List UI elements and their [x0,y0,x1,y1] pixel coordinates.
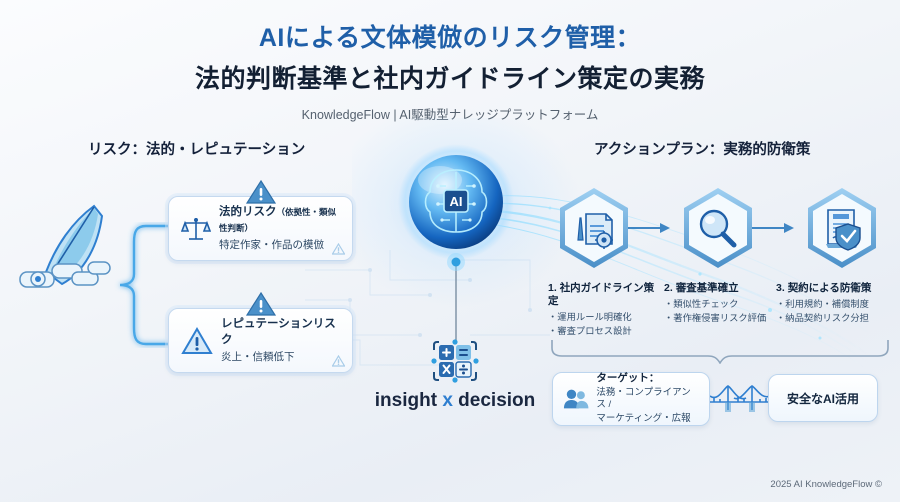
document-gear-icon [577,213,613,249]
sphere-ai-label: AI [450,194,463,209]
left-section-heading: リスク：法的・レピュテーション [88,142,306,158]
warning-triangle-icon [181,326,213,354]
action-steps: 1. 社内ガイドライン策定 ・運用ルール明確化 ・審査プロセス設計 2. 審査基… [548,282,892,340]
risk-card-title-sub: （依拠性・類似性判断） [219,207,337,233]
target-line-2: マーケティング・広報 [596,413,691,425]
flow-arrow-2-to-3 [752,223,794,233]
tagline-x: x [442,390,453,411]
safe-ai-label: 安全なAI活用 [786,391,859,406]
step-bullets: ・利用規約・補償制度 ・納品契約リスク分担 [776,298,892,326]
page-title-line1: AIによる文体模倣のリスク管理： [258,24,642,52]
step-bullet: ・納品契約リスク分担 [776,313,869,324]
step-bullets: ・類似性チェック ・著作権侵害リスク評価 [664,298,772,326]
users-group-icon [563,389,589,409]
risk-card-subtitle: 特定作家・作品の模倣 [219,239,324,252]
footer-copyright: 2025 AI KnowledgeFlow © [770,479,882,490]
risk-card-title: レピュテーションリスク [221,318,336,346]
warning-triangle-icon [245,291,276,316]
action-step-1: 1. 社内ガイドライン策定 ・運用ルール明確化 ・審査プロセス設計 [548,282,660,339]
target-line-1: 法務・コンプライアンス / [596,386,691,411]
calculator-operators-icon [431,339,479,383]
step-bullet: ・利用規約・補償制度 [776,299,869,310]
step-title: 2. 審査基準確立 [664,282,739,294]
center-tagline: insight x decision [330,390,580,412]
risk-card-legal[interactable]: 法的リスク（依拠性・類似性判断） 特定作家・作品の模倣 [168,179,353,262]
target-title: ターゲット： [596,371,660,384]
connector-glow-dot [447,253,465,271]
contract-shield-icon [826,209,861,251]
warning-triangle-icon [332,355,345,367]
step-bullet: ・運用ルール明確化 [548,312,632,323]
left-brace-connector [119,224,170,346]
page-title-line2: 法的判断基準と社内ガイドライン策定の実務 [194,65,705,93]
ai-brain-sphere: AI [398,144,514,260]
step-bullets: ・運用ルール明確化 ・審査プロセス設計 [548,311,660,339]
center-vertical-connector [455,258,457,340]
magnifier-icon [699,209,737,248]
robotic-hand-quill-icon [19,204,111,288]
balance-scale-icon [181,217,211,240]
ai-brain-circuit-icon [424,169,488,233]
step-title: 1. 社内ガイドライン策定 [548,282,655,308]
risk-card-subtitle: 炎上・信頼低下 [221,351,295,364]
tagline-before: insight [374,390,443,411]
risk-card-title: 法的リスク（依拠性・類似性判断） [219,206,337,233]
step-bullet: ・類似性チェック [664,299,739,310]
suspension-bridge-icon [710,385,770,412]
risk-card-text: 法的リスク（依拠性・類似性判断） 特定作家・作品の模倣 [219,205,340,252]
right-section-heading: アクションプラン：実務的防衛策 [594,142,811,158]
action-step-3: 3. 契約による防衛策 ・利用規約・補償制度 ・納品契約リスク分担 [776,282,892,326]
target-box[interactable]: ターゲット： 法務・コンプライアンス / マーケティング・広報 [552,372,710,426]
step-title: 3. 契約による防衛策 [776,282,872,294]
target-text: ターゲット： 法務・コンプライアンス / マーケティング・広報 [596,372,699,426]
tagline-after: decision [452,390,536,411]
step-bullet: ・著作権侵害リスク評価 [664,313,767,324]
bottom-brace-connector [551,340,889,364]
warning-triangle-icon [245,179,276,204]
action-flow-hexagons [560,188,876,268]
risk-card-reputation[interactable]: レピュテーションリスク 炎上・信頼低下 [168,291,353,374]
warning-triangle-icon [332,243,345,255]
risk-card-text: レピュテーションリスク 炎上・信頼低下 [221,317,340,364]
header: AIによる文体模倣のリスク管理： 法的判断基準と社内ガイドライン策定の実務 Kn… [0,18,900,123]
hex-step-3 [808,188,876,268]
action-step-2: 2. 審査基準確立 ・類似性チェック ・著作権侵害リスク評価 [664,282,772,326]
step-bullet: ・審査プロセス設計 [548,326,632,337]
hex-step-1 [560,188,628,268]
flow-arrow-1-to-2 [628,223,670,233]
safe-ai-box[interactable]: 安全なAI活用 [768,374,878,422]
hex-step-2 [684,188,752,268]
